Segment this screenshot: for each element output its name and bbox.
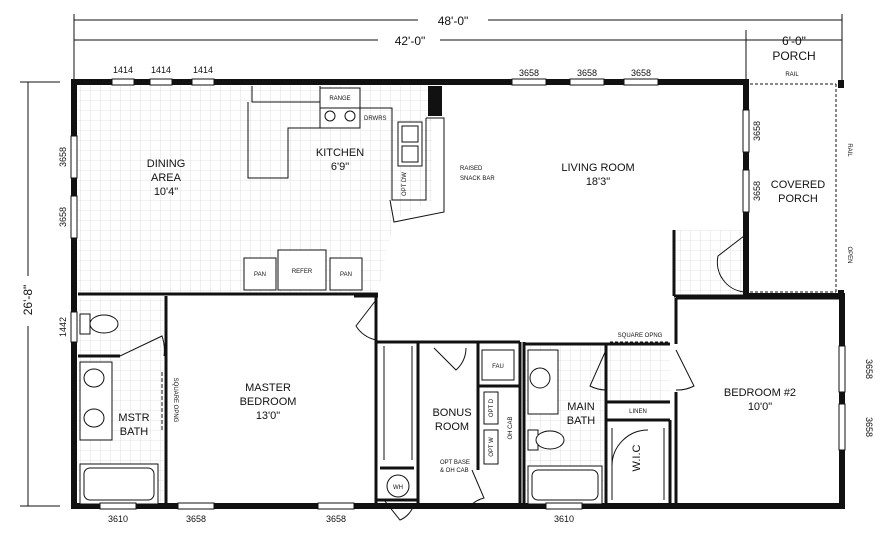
fau-label: FAU (492, 364, 504, 370)
window-label-top-6: 3658 (631, 68, 651, 78)
living-size: 18'3" (586, 176, 610, 188)
porch-dimension-label: PORCH (772, 49, 815, 63)
window-label-top-3: 1414 (193, 65, 213, 75)
bonus-room-name-2: ROOM (435, 421, 469, 433)
window-label-living-1: 3658 (752, 121, 762, 141)
bonus-room-name-1: BONUS (432, 407, 471, 419)
mstr-bath-square-opening-label: SQUARE OPNG (172, 378, 178, 423)
window-label-bottom-3: 3658 (326, 514, 346, 524)
depth-dimension: 26'-8" (21, 285, 35, 316)
window-label-bottom-1: 3610 (108, 514, 128, 524)
hall-square-opening-label: SQUARE OPNG (618, 333, 663, 339)
master-bedroom-name-1: MASTER (245, 382, 291, 394)
porch-rail-top-label: RAIL (785, 72, 799, 78)
main-bath-name-2: BATH (567, 415, 596, 427)
dining-size: 10'4" (154, 186, 178, 198)
refer-label: REFER (292, 269, 313, 275)
overall-width-dimension: 48'-0" (438, 14, 469, 28)
master-bedroom-name-2: BEDROOM (240, 396, 297, 408)
window-label-top-1: 1414 (113, 65, 133, 75)
bath-fixtures (79, 313, 670, 505)
drawers-label: DRWRS (364, 116, 387, 122)
window-label-top-2: 1414 (151, 65, 171, 75)
porch-open-label: OPEN (846, 246, 852, 263)
kitchen-fixtures (243, 86, 445, 291)
window-label-top-4: 3658 (519, 68, 539, 78)
opt-dw-label: OPT DW (402, 172, 408, 196)
dimension-lines (18, 12, 843, 507)
master-bath-name-2: BATH (120, 426, 149, 438)
porch-name-1: COVERED (771, 179, 825, 191)
master-bath-name-1: MSTR (118, 412, 149, 424)
opt-base-label-1: OPT BASE (440, 460, 470, 466)
opt-base-label-2: & OH CAB (440, 468, 469, 474)
master-bedroom-size: 13'0" (256, 410, 280, 422)
window-label-bottom-2: 3658 (186, 514, 206, 524)
window-label-left-1: 3658 (58, 147, 68, 167)
porch-width-dimension: 6'-0" (782, 34, 806, 48)
kitchen-size: 6'9" (331, 161, 349, 173)
bedroom-2-name: BEDROOM #2 (724, 387, 796, 399)
window-label-bottom-4: 3610 (554, 514, 574, 524)
window-label-right-2: 3658 (864, 417, 874, 437)
oh-cab-label: OH CAB (508, 416, 514, 439)
opt-dryer-label: OPT D (489, 398, 495, 417)
pan-right-label: PAN (340, 272, 352, 278)
interior-walls (78, 86, 842, 506)
main-bath-name-1: MAIN (567, 401, 595, 413)
main-width-dimension: 42'-0" (395, 34, 426, 48)
opt-washer-label: OPT W (489, 437, 495, 457)
bedroom-2-size: 10'0" (748, 401, 772, 413)
window-label-left-3: 1442 (58, 317, 68, 337)
wic-name: W.I.C (631, 445, 643, 472)
window-label-top-5: 3658 (577, 68, 597, 78)
pan-left-label: PAN (254, 272, 266, 278)
windows (70, 78, 846, 510)
window-label-right-1: 3658 (864, 359, 874, 379)
kitchen-name: KITCHEN (316, 147, 364, 159)
linen-label: LINEN (629, 409, 647, 415)
raised-snack-bar-label-2: SNACK BAR (460, 176, 495, 182)
dining-name-1: DINING (147, 158, 186, 170)
porch-name-2: PORCH (778, 193, 818, 205)
dining-name-2: AREA (151, 172, 182, 184)
water-heater-label: WH (393, 485, 403, 491)
porch-rail-side-label: RAIL (846, 143, 852, 157)
range-label: RANGE (329, 96, 350, 102)
window-label-left-2: 3658 (58, 207, 68, 227)
door-swings (119, 235, 745, 521)
raised-snack-bar-label-1: RAISED (460, 166, 483, 172)
window-label-living-2: 3658 (752, 181, 762, 201)
living-name: LIVING ROOM (561, 162, 634, 174)
